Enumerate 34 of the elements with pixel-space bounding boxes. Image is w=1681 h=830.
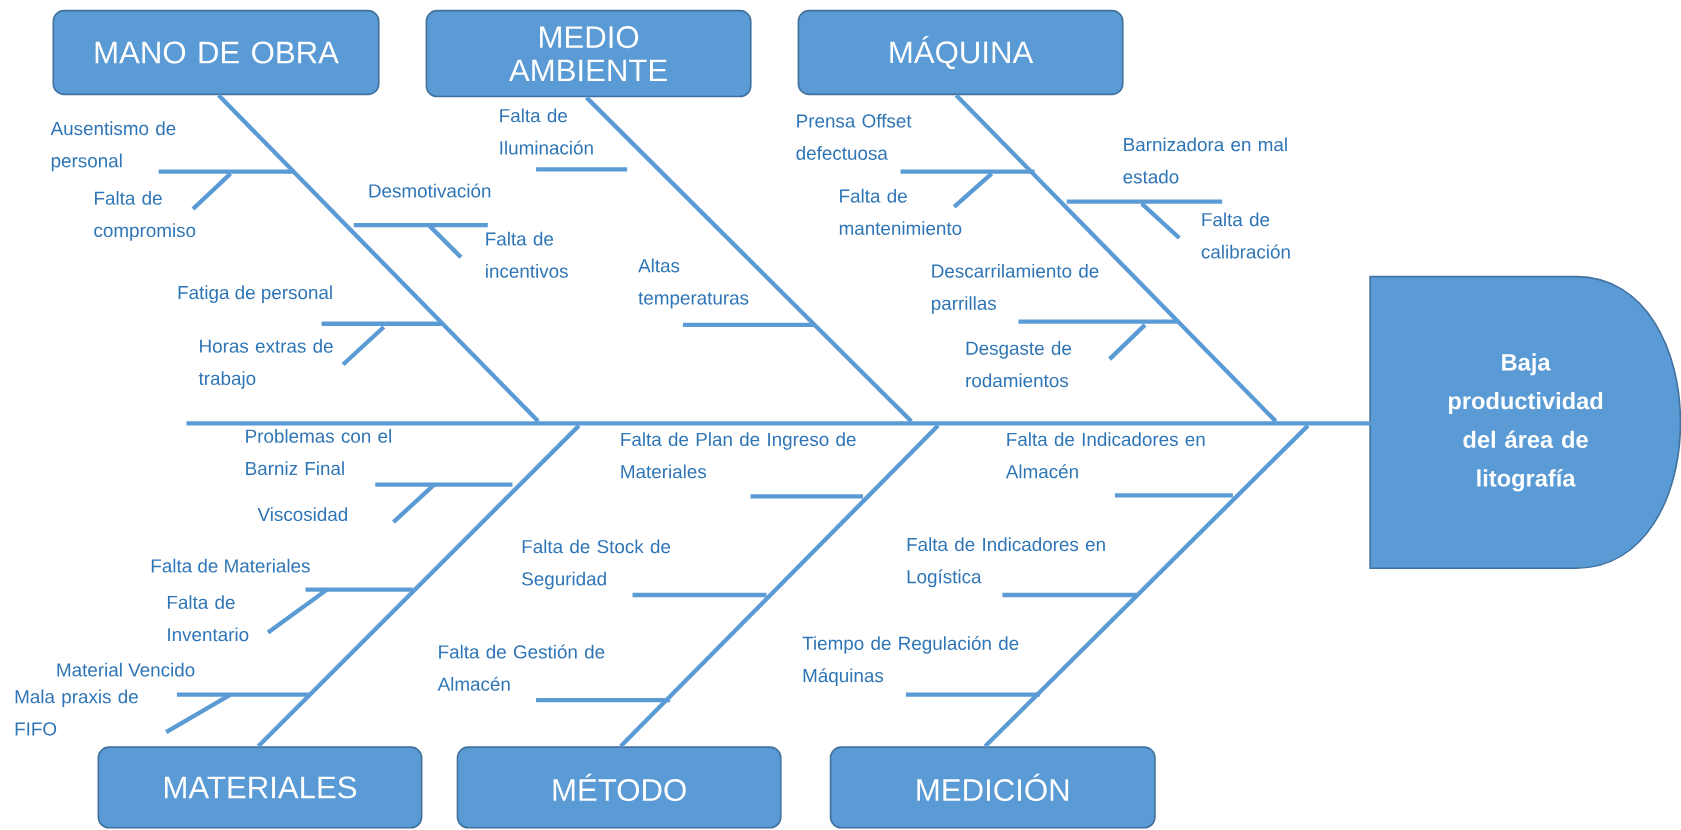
cause-label: Falta de Iluminación <box>500 108 593 155</box>
cause-label: Altas temperaturas <box>638 258 749 309</box>
cause-label: Falta de mantenimiento <box>839 189 962 236</box>
cause-label: Descarrilamiento de parrillas <box>932 264 1099 314</box>
category-box: MÉTODO <box>456 746 782 829</box>
cause-label: Falta de calibración <box>1201 212 1290 259</box>
cause-label: Falta de Indicadores en Almacén <box>1005 432 1205 479</box>
cause-label: Tiempo de Regulación de Máquinas <box>802 636 1019 687</box>
spine-bar <box>186 421 1372 426</box>
category-box: MANO DE OBRA <box>52 9 380 96</box>
cause-label: Falta de incentivos <box>486 231 568 278</box>
cause-label: Viscosidad <box>257 507 348 522</box>
cause-label: Falta de Plan de Ingreso de Materiales <box>621 432 856 479</box>
effect-head: Baja productividad del área de litografía <box>1369 275 1681 570</box>
cause-label: Prensa Offset defectuosa <box>796 113 912 161</box>
cause-label: Falta de compromiso <box>94 191 196 241</box>
cause-label: Material Vencido <box>57 662 195 677</box>
cause-label: Fatiga de personal <box>178 285 332 304</box>
category-box: MÁQUINA <box>797 9 1124 96</box>
cause-label: Falta de Stock de Seguridad <box>522 539 671 590</box>
category-box: MATERIALES <box>97 746 423 829</box>
cause-label: Desmotivación <box>369 183 491 198</box>
category-box: MEDICIÓN <box>829 746 1156 829</box>
cause-label: Falta de Materiales <box>151 558 310 573</box>
category-box: MEDIO AMBIENTE <box>425 9 752 98</box>
cause-label: Ausentismo de personal <box>50 121 176 172</box>
cause-label: Problemas con el Barniz Final <box>246 429 391 476</box>
cause-label: Falta de Indicadores en Logística <box>907 537 1105 588</box>
cause-label: Horas extras de trabajo <box>198 339 333 389</box>
cause-label: Falta de Gestión de Almacén <box>437 644 605 691</box>
cause-label: Barnizadora en mal estado <box>1123 137 1287 184</box>
cause-label: Falta de Inventario <box>167 595 249 642</box>
cause-label: Desgaste de rodamientos <box>966 341 1072 388</box>
cause-label: Mala praxis de FIFO <box>15 689 138 736</box>
